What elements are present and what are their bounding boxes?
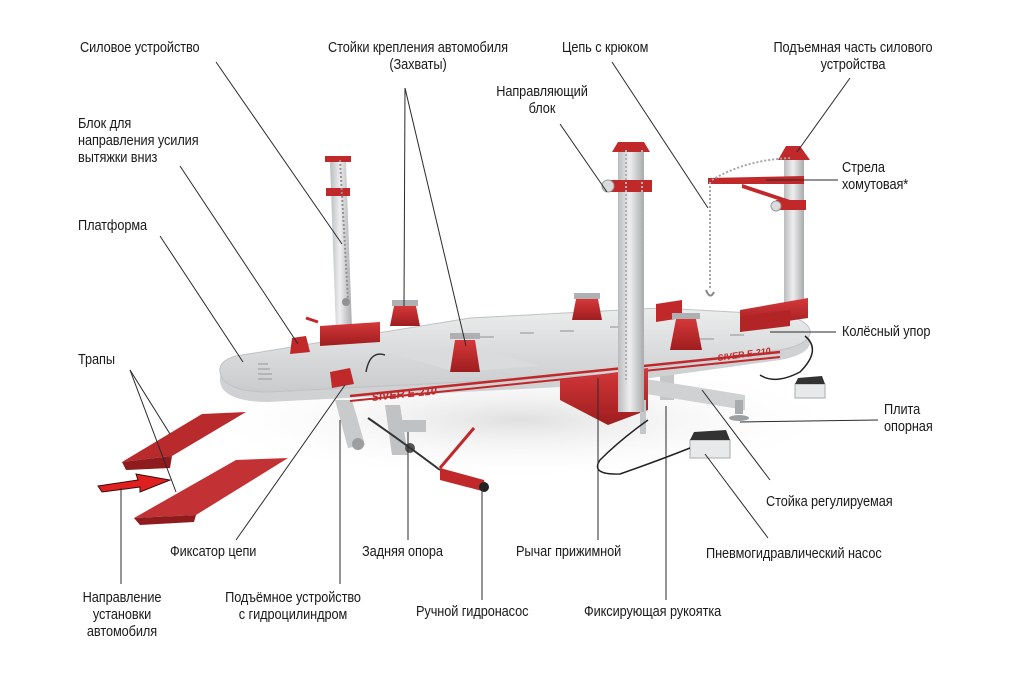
label-chain-lock: Фиксатор цепи [170, 544, 256, 561]
leader-support-plate [739, 419, 879, 423]
leader-air-pump [704, 453, 769, 539]
wheel-stop [740, 310, 790, 332]
label-guide-block: Направляющий блок [494, 84, 589, 118]
label-line: Цепь с крюком [562, 40, 649, 56]
label-hand-pump: Ручной гидронасос [416, 604, 529, 621]
leader-lines [120, 61, 879, 600]
power-unit-tower [305, 156, 380, 346]
label-line: Плита [884, 402, 921, 418]
label-line: устройства [820, 57, 886, 73]
guide-block-tower [601, 142, 652, 412]
label-line: опорная [884, 419, 933, 435]
adjustable-stand [640, 370, 749, 421]
label-locking-handle: Фиксирующая рукоятка [584, 604, 721, 621]
leader-clamps-b [404, 87, 467, 347]
label-install-direction: Направление установки автомобиля [71, 590, 173, 641]
down-pull-block [290, 336, 310, 354]
leader-lifting-part [796, 77, 851, 153]
label-chain-hook: Цепь с крюком [562, 40, 648, 57]
label-line: Рычаг прижимной [516, 544, 622, 560]
air-hydraulic-pump-rear [759, 335, 826, 399]
label-platform: Платформа [78, 218, 147, 235]
clamp-front-right [670, 313, 702, 350]
label-line: Пневмогидравлический насос [706, 546, 882, 562]
label-line: хомутовая* [842, 177, 909, 193]
label-clamp-lever: Рычаг прижимной [516, 544, 621, 561]
leader-chain-lock [235, 384, 346, 541]
label-line: (Захваты) [389, 57, 447, 73]
chain-lock [330, 368, 354, 388]
leader-ramps-a [129, 369, 171, 435]
label-line: Фиксатор цепи [170, 544, 257, 560]
label-clamps: Стойки крепления автомобиля (Захваты) [314, 40, 522, 74]
ramp-front [134, 458, 288, 525]
label-line: вытяжки вниз [78, 150, 158, 166]
clamp-rear-left [390, 300, 420, 326]
label-adjustable-stand: Стойка регулируемая [766, 494, 893, 511]
label-air-hydraulic-pump: Пневмогидравлический насос [706, 546, 882, 563]
label-line: Блок для [78, 116, 132, 132]
leader-down-pull [179, 165, 299, 345]
clamp-rear-right [572, 293, 602, 320]
label-power-unit: Силовое устройство [80, 40, 200, 57]
leader-ramps-b [129, 369, 177, 493]
label-line: блок [528, 101, 556, 117]
label-line: Направляющий [496, 84, 588, 100]
label-line: Задняя опора [362, 544, 443, 560]
platform [219, 307, 811, 402]
leader-chain-hook [611, 61, 709, 209]
leader-platform [159, 235, 244, 363]
label-line: Стойка регулируемая [766, 494, 893, 510]
air-hydraulic-pump-front [596, 419, 731, 475]
label-wheel-stop: Колёсный упор [842, 324, 931, 341]
label-line: направления усилия [78, 133, 199, 149]
label-line: Подъёмное устройство [225, 590, 361, 606]
label-line: Колёсный упор [842, 324, 931, 340]
label-line: установки [92, 607, 152, 623]
label-line: Фиксирующая рукоятка [584, 604, 722, 620]
label-boom: Стрела хомутовая* [842, 160, 908, 194]
label-line: Направление [82, 590, 162, 606]
leader-power-unit [215, 61, 343, 245]
label-support-plate: Плита опорная [884, 402, 933, 436]
label-rear-support: Задняя опора [362, 544, 443, 561]
label-line: Платформа [78, 218, 148, 234]
label-line: Трапы [78, 352, 115, 368]
leader-guide-block [559, 123, 608, 193]
hydraulic-hose-front [365, 353, 386, 373]
label-ramps: Трапы [78, 352, 115, 369]
label-line: Стойки крепления автомобиля [328, 40, 508, 56]
label-line: Подъемная часть силового [773, 40, 933, 56]
label-line: автомобиля [86, 624, 158, 640]
boom-tower [705, 146, 810, 328]
install-direction-arrow [97, 473, 172, 493]
label-line: Силовое устройство [80, 40, 200, 56]
label-line: с гидроцилиндром [238, 607, 348, 623]
label-lift-device: Подъёмное устройство с гидроцилиндром [220, 590, 366, 624]
label-line: Стрела [842, 160, 885, 176]
ramp-rear [122, 412, 246, 470]
label-line: Ручной гидронасос [416, 604, 529, 620]
clamp-front-left [450, 333, 480, 372]
label-down-pull-block: Блок для направления усилия вытяжки вниз [78, 116, 199, 167]
leader-adjustable-stand [701, 389, 771, 481]
leader-clamps-a [403, 87, 406, 307]
label-lifting-part: Подъемная часть силового устройства [761, 40, 946, 74]
